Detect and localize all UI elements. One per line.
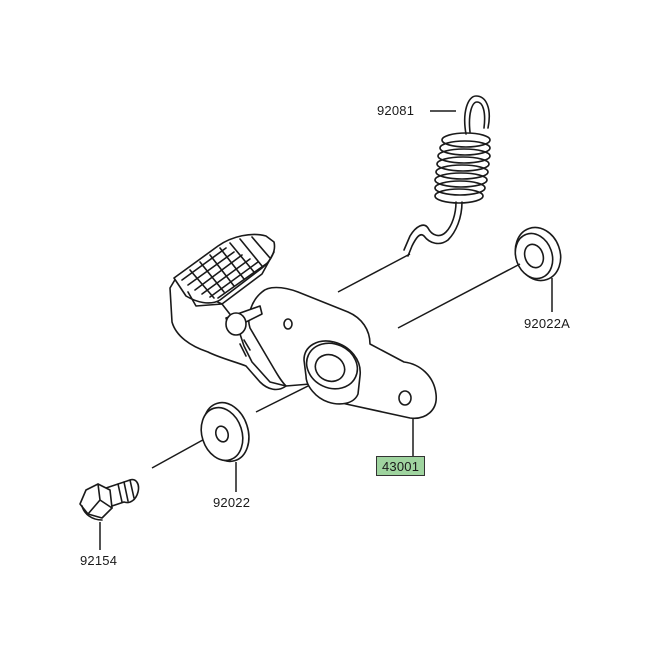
bolt-92154-drawing[interactable] <box>79 478 140 521</box>
leader-washer-to-bolt <box>151 435 211 469</box>
label-92022a[interactable]: 92022A <box>524 316 571 331</box>
tread-pattern <box>181 236 271 299</box>
spring-92081-drawing[interactable] <box>403 95 491 257</box>
washer-92022a-drawing[interactable] <box>508 221 568 287</box>
washer-92022-drawing[interactable] <box>195 397 257 468</box>
label-92081[interactable]: 92081 <box>377 103 415 118</box>
leader-lines <box>99 110 553 550</box>
label-43001[interactable]: 43001 <box>376 456 426 476</box>
label-92154[interactable]: 92154 <box>80 553 118 568</box>
label-92022[interactable]: 92022 <box>213 495 251 510</box>
leader-spring-to-pedal <box>337 253 411 293</box>
leader-washer-a-to-pedal <box>397 263 521 329</box>
pedal-43001-drawing[interactable] <box>169 233 437 419</box>
